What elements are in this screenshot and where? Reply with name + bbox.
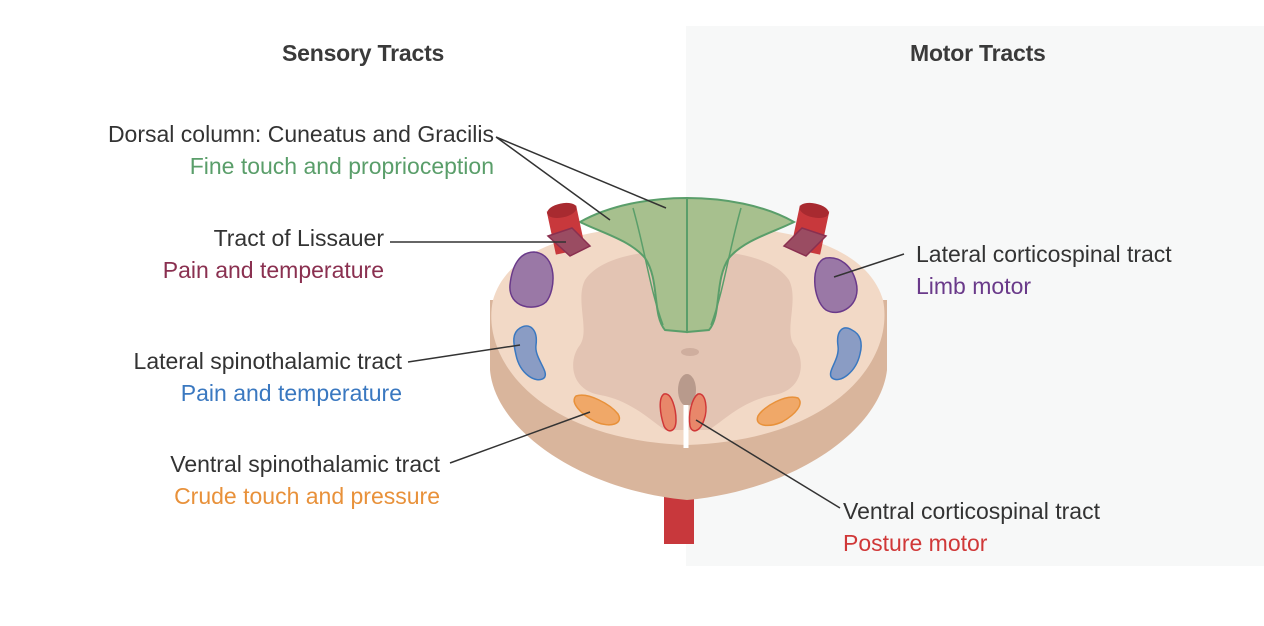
ventral-spinothalamic-name: Ventral spinothalamic tract [170, 451, 440, 477]
leader-dorsal-column [495, 136, 667, 221]
central-canal [681, 348, 699, 356]
dorsal-column-name: Dorsal column: Cuneatus and Gracilis [107, 121, 494, 147]
dorsal-column-function: Fine touch and proprioception [189, 153, 494, 179]
lateral-corticospinal-tract-right [814, 257, 858, 314]
lateral-spinothalamic-tract-right [829, 327, 862, 381]
label-lateral-corticospinal: Lateral corticospinal tract Limb motor [916, 238, 1172, 302]
label-lateral-spinothalamic: Lateral spinothalamic tract Pain and tem… [40, 345, 402, 409]
grey-matter [573, 250, 801, 430]
leader-lateral-spinothalamic [407, 344, 521, 363]
leader-ventral-spinothalamic [449, 411, 591, 464]
lissauer-tract-left [546, 227, 592, 257]
central-canal-shadow [678, 374, 696, 406]
motor-tracts-heading: Motor Tracts [910, 40, 1046, 66]
lissauer-function: Pain and temperature [162, 257, 384, 283]
ventral-corticospinal-tract-right [688, 393, 707, 432]
lateral-spinothalamic-tract-left [513, 325, 547, 381]
ventral-corticospinal-name: Ventral corticospinal tract [843, 498, 1100, 524]
ventral-corticospinal-function: Posture motor [843, 530, 988, 556]
leader-lines [390, 136, 905, 509]
leader-ventral-corticospinal [695, 419, 841, 509]
label-dorsal-column: Dorsal column: Cuneatus and Gracilis Fin… [40, 118, 494, 182]
label-lissauer: Tract of Lissauer Pain and temperature [40, 222, 384, 286]
ventral-spinothalamic-tract-right [756, 396, 801, 427]
ventral-spinothalamic-tract-left [573, 394, 621, 426]
lissauer-tract-right [782, 227, 828, 257]
lateral-corticospinal-function: Limb motor [916, 273, 1032, 299]
ventral-corticospinal-tract-left [659, 393, 677, 432]
leader-lateral-corticospinal [833, 253, 905, 278]
sensory-tracts-heading: Sensory Tracts [282, 40, 445, 66]
label-ventral-corticospinal: Ventral corticospinal tract Posture moto… [843, 495, 1100, 559]
lateral-spinothalamic-function: Pain and temperature [180, 380, 402, 406]
lateral-corticospinal-name: Lateral corticospinal tract [916, 241, 1172, 267]
lissauer-name: Tract of Lissauer [213, 225, 384, 251]
lateral-spinothalamic-name: Lateral spinothalamic tract [133, 348, 402, 374]
label-ventral-spinothalamic: Ventral spinothalamic tract Crude touch … [40, 448, 440, 512]
ventral-spinothalamic-function: Crude touch and pressure [174, 483, 440, 509]
lateral-corticospinal-tract-left [509, 251, 554, 308]
dorsal-column-tract [577, 196, 797, 334]
